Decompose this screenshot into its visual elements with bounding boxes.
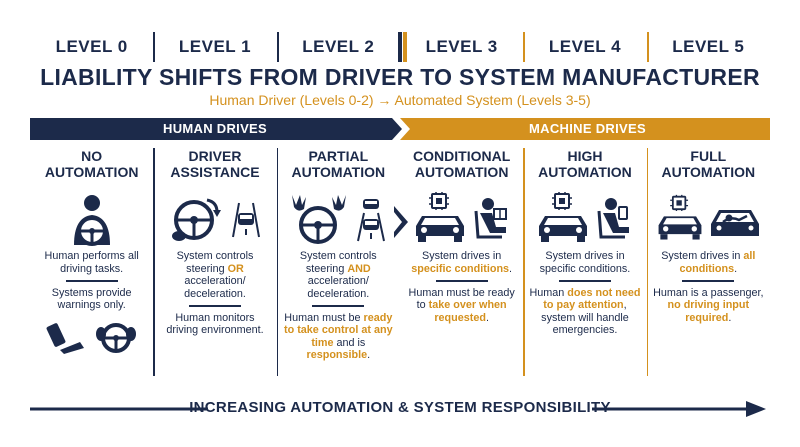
column-driver-assistance: DRIVER ASSISTANCE System controls steeri… xyxy=(153,146,276,386)
desc-highlight: does not need to pay attention xyxy=(543,286,641,312)
desc-highlight: specific conditions xyxy=(411,262,510,275)
column-separator xyxy=(558,280,611,282)
column-title: FULL AUTOMATION xyxy=(661,148,756,180)
desc-text: . xyxy=(509,262,513,275)
column-bottom-icons xyxy=(36,320,147,356)
car-with-chip-icon xyxy=(415,192,464,242)
column-icons xyxy=(36,188,147,250)
column-desc-1: System controls steering OR acceleration… xyxy=(159,250,270,300)
column-desc-2: Human must be ready to take over when re… xyxy=(406,287,517,325)
reading-passenger-icon xyxy=(474,198,507,239)
machine-drives-banner: MACHINE DRIVES xyxy=(529,121,646,136)
desc-text: and is xyxy=(333,336,366,349)
desc-highlight: OR xyxy=(227,262,244,275)
level-3-label: LEVEL 3 xyxy=(397,30,523,64)
column-desc-1: System drives in specific conditions. xyxy=(539,250,631,275)
column-desc-1: System drives in specific conditions. xyxy=(406,250,517,275)
column-icons xyxy=(529,188,640,250)
column-high-automation: HIGH AUTOMATION System drives in specifi… xyxy=(523,146,646,386)
desc-highlight: ready to take control at any time xyxy=(284,311,393,349)
desc-text: Human xyxy=(529,286,568,299)
desc-text: . xyxy=(367,349,371,361)
desc-text: System drives in xyxy=(661,250,744,262)
desc-highlight: AND xyxy=(347,262,371,275)
column-desc-2: Human must be ready to take control at a… xyxy=(283,312,394,362)
driver-at-wheel-icon xyxy=(73,195,110,246)
column-separator xyxy=(312,305,365,307)
chevron-right-icon xyxy=(394,206,408,238)
column-desc-2: Human monitors driving environment. xyxy=(166,311,264,337)
column-desc-2: Systems provide warnings only. xyxy=(51,286,132,312)
desc-text: . xyxy=(728,311,732,324)
lane-car-icon xyxy=(357,199,386,242)
column-icons xyxy=(159,188,270,250)
level-5-label: LEVEL 5 xyxy=(646,30,770,64)
column-title: DRIVER ASSISTANCE xyxy=(170,148,260,180)
axis-arrow xyxy=(30,401,766,417)
column-no-automation: NO AUTOMATION Human performs all driving… xyxy=(30,146,153,386)
column-icons xyxy=(283,188,394,250)
desc-text: System controls steering xyxy=(176,250,254,275)
desc-highlight: take over when requested xyxy=(428,299,507,324)
desc-text: Human is a passenger, xyxy=(653,286,764,299)
desc-text: acceleration/ deceleration. xyxy=(307,275,370,300)
column-title: HIGH AUTOMATION xyxy=(538,148,632,180)
arrow-right-icon xyxy=(746,401,766,417)
level-header-row: LEVEL 0 LEVEL 1 LEVEL 2 LEVEL 3 LEVEL 4 … xyxy=(30,30,770,64)
desc-text: System controls steering xyxy=(299,250,377,275)
hands-off-wheel-icon xyxy=(292,195,347,244)
column-title: NO AUTOMATION xyxy=(44,148,139,180)
relaxing-passenger-icon xyxy=(711,210,760,236)
lane-car-icon xyxy=(231,202,260,238)
steering-wheel-assist-icon xyxy=(171,198,221,241)
column-separator xyxy=(682,280,735,282)
column-desc-2: Human does not need to pay attention, sy… xyxy=(529,287,640,337)
reading-passenger-icon xyxy=(597,198,629,239)
column-desc-1: System drives in all conditions. xyxy=(653,250,764,275)
column-title: PARTIAL AUTOMATION xyxy=(291,148,386,180)
column-conditional-automation: CONDITIONAL AUTOMATION System dr xyxy=(400,146,523,386)
automation-levels-columns: NO AUTOMATION Human performs all driving… xyxy=(30,146,770,386)
column-title: CONDITIONAL AUTOMATION xyxy=(413,148,511,180)
column-full-automation: FULL AUTOMATION System xyxy=(646,146,770,386)
column-partial-automation: PARTIAL AUTOMATION System controls steer… xyxy=(276,146,400,386)
desc-highlight: no driving input required xyxy=(667,299,750,324)
foot-pedal-icon xyxy=(46,322,84,354)
desc-highlight: responsible xyxy=(306,349,368,361)
human-drives-banner: HUMAN DRIVES xyxy=(163,121,267,136)
human-drives-banner-shape xyxy=(30,118,402,140)
drive-mode-banners: HUMAN DRIVES MACHINE DRIVES xyxy=(30,118,770,140)
column-desc-1: System controls steering AND acceleratio… xyxy=(283,250,394,300)
desc-text: acceleration/ deceleration. xyxy=(184,275,246,300)
banner-shapes xyxy=(30,118,770,140)
column-separator xyxy=(188,305,241,307)
page-title: LIABILITY SHIFTS FROM DRIVER TO SYSTEM M… xyxy=(40,64,760,90)
column-desc-2: Human is a passenger, no driving input r… xyxy=(653,287,764,325)
car-with-chip-icon xyxy=(658,194,702,240)
level-0-label: LEVEL 0 xyxy=(55,37,128,56)
machine-drives-banner-shape xyxy=(400,118,770,140)
column-desc-1: Human performs all driving tasks. xyxy=(44,250,139,275)
desc-text: . xyxy=(734,262,738,275)
column-separator xyxy=(435,280,488,282)
desc-text: , system will handle emergencies. xyxy=(541,299,629,336)
desc-text: System drives in xyxy=(422,250,502,262)
automation-axis: INCREASING AUTOMATION & SYSTEM RESPONSIB… xyxy=(30,397,770,421)
desc-text: Human must be xyxy=(284,311,364,324)
hands-on-wheel-icon xyxy=(95,322,136,353)
level-2-label: LEVEL 2 xyxy=(276,30,400,64)
column-separator xyxy=(65,280,118,282)
level-1-label: LEVEL 1 xyxy=(153,30,276,64)
page-subtitle: Human Driver (Levels 0-2) → Automated Sy… xyxy=(209,92,591,108)
desc-text: Human must be ready to xyxy=(408,286,515,312)
desc-text: . xyxy=(485,311,489,324)
column-icons xyxy=(653,188,764,250)
axis-label: INCREASING AUTOMATION & SYSTEM RESPONSIB… xyxy=(189,399,611,416)
column-icons xyxy=(406,188,517,250)
desc-highlight: all conditions xyxy=(679,250,756,275)
level-4-label: LEVEL 4 xyxy=(523,30,646,64)
car-with-chip-icon xyxy=(538,192,587,242)
